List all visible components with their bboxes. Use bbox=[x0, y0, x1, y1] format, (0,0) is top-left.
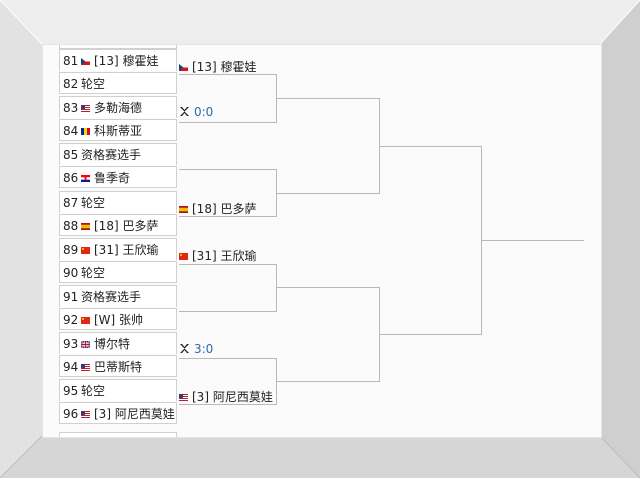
spain-flag-icon bbox=[81, 219, 94, 233]
player-name: [13] 穆霍娃 bbox=[192, 60, 257, 74]
usa-flag-icon bbox=[81, 360, 94, 374]
china-flag-icon bbox=[81, 313, 94, 327]
bracket-entry[interactable]: 89 [31] 王欣瑜 bbox=[59, 237, 177, 260]
usa-flag-icon bbox=[81, 101, 94, 115]
player-name: 多勒海德 bbox=[94, 101, 143, 116]
bracket-entry[interactable]: 86 鲁季奇 bbox=[59, 166, 177, 189]
player-name: [31] 王欣瑜 bbox=[94, 242, 159, 257]
china-flag-icon bbox=[179, 249, 192, 263]
previous-cell-remnant bbox=[59, 45, 177, 49]
player-name: 轮空 bbox=[81, 195, 106, 210]
bracket-entry[interactable]: 81 [13] 穆霍娃 bbox=[59, 49, 177, 71]
draw-number: 91 bbox=[63, 290, 79, 304]
round-2-player[interactable]: [31] 王欣瑜 bbox=[179, 247, 256, 264]
draw-number: 84 bbox=[63, 124, 79, 139]
player-name: [W] 张帅 bbox=[94, 313, 144, 327]
croatia-flag-icon bbox=[81, 171, 94, 185]
bracket-entry[interactable]: 88 [18] 巴多萨 bbox=[59, 213, 177, 236]
bracket-entry[interactable]: 93 博尔特 bbox=[59, 332, 177, 355]
bracket-entry[interactable]: 92 [W] 张帅 bbox=[59, 308, 177, 330]
round-2-player[interactable]: [3] 阿尼西莫娃 bbox=[179, 388, 273, 405]
player-name: 资格赛选手 bbox=[81, 290, 142, 304]
player-name: [3] 阿尼西莫娃 bbox=[94, 407, 175, 422]
draw-number: 92 bbox=[63, 313, 79, 327]
china-flag-icon bbox=[81, 243, 94, 257]
uk-flag-icon bbox=[81, 337, 94, 351]
bracket-entry[interactable]: 96 [3] 阿尼西莫娃 bbox=[59, 402, 177, 425]
player-name: [13] 穆霍娃 bbox=[94, 54, 159, 68]
draw-number: 89 bbox=[63, 242, 79, 257]
bracket-entry[interactable]: 84 科斯蒂亚 bbox=[59, 119, 177, 142]
draw-number: 94 bbox=[63, 360, 79, 375]
player-name: 轮空 bbox=[81, 77, 106, 91]
usa-flag-icon bbox=[179, 390, 192, 404]
bracket-entry[interactable]: 94 巴蒂斯特 bbox=[59, 355, 177, 378]
player-name: 轮空 bbox=[81, 265, 106, 280]
usa-flag-icon bbox=[81, 407, 94, 421]
match-score[interactable]: 3:0 bbox=[179, 342, 213, 356]
player-name: 科斯蒂亚 bbox=[94, 124, 143, 139]
romania-flag-icon bbox=[81, 124, 94, 138]
draw-number: 86 bbox=[63, 171, 79, 186]
draw-number: 81 bbox=[63, 54, 79, 68]
score-value: 0:0 bbox=[194, 105, 214, 119]
draw-number: 95 bbox=[63, 384, 79, 399]
draw-number: 85 bbox=[63, 148, 79, 163]
round-2-player[interactable]: [13] 穆霍娃 bbox=[179, 58, 256, 75]
czech-flag-icon bbox=[81, 54, 94, 68]
player-name: [31] 王欣瑜 bbox=[192, 249, 257, 263]
draw-number: 88 bbox=[63, 218, 79, 233]
draw-number: 87 bbox=[63, 195, 79, 210]
player-name: [18] 巴多萨 bbox=[192, 202, 257, 216]
round-2-player[interactable]: [18] 巴多萨 bbox=[179, 200, 256, 217]
player-name: 轮空 bbox=[81, 384, 106, 399]
draw-number: 93 bbox=[63, 337, 79, 352]
score-value: 3:0 bbox=[194, 342, 214, 356]
draw-number: 90 bbox=[63, 265, 79, 280]
player-name: [3] 阿尼西莫娃 bbox=[192, 390, 273, 404]
draw-number: 82 bbox=[63, 77, 79, 91]
next-cell-remnant bbox=[59, 432, 177, 437]
player-name: 资格赛选手 bbox=[81, 148, 142, 163]
player-name: 鲁季奇 bbox=[94, 171, 131, 186]
player-name: 巴蒂斯特 bbox=[94, 360, 143, 375]
player-name: 博尔特 bbox=[94, 337, 131, 352]
player-name: [18] 巴多萨 bbox=[94, 218, 159, 233]
draw-number: 83 bbox=[63, 101, 79, 116]
bracket-entry[interactable]: 83 多勒海德 bbox=[59, 96, 177, 119]
spain-flag-icon bbox=[179, 202, 192, 216]
bracket-logo-icon bbox=[179, 105, 194, 119]
match-score[interactable]: 0:0 bbox=[179, 105, 213, 119]
bracket-logo-icon bbox=[179, 342, 194, 356]
czech-flag-icon bbox=[179, 60, 192, 74]
draw-number: 96 bbox=[63, 407, 79, 422]
